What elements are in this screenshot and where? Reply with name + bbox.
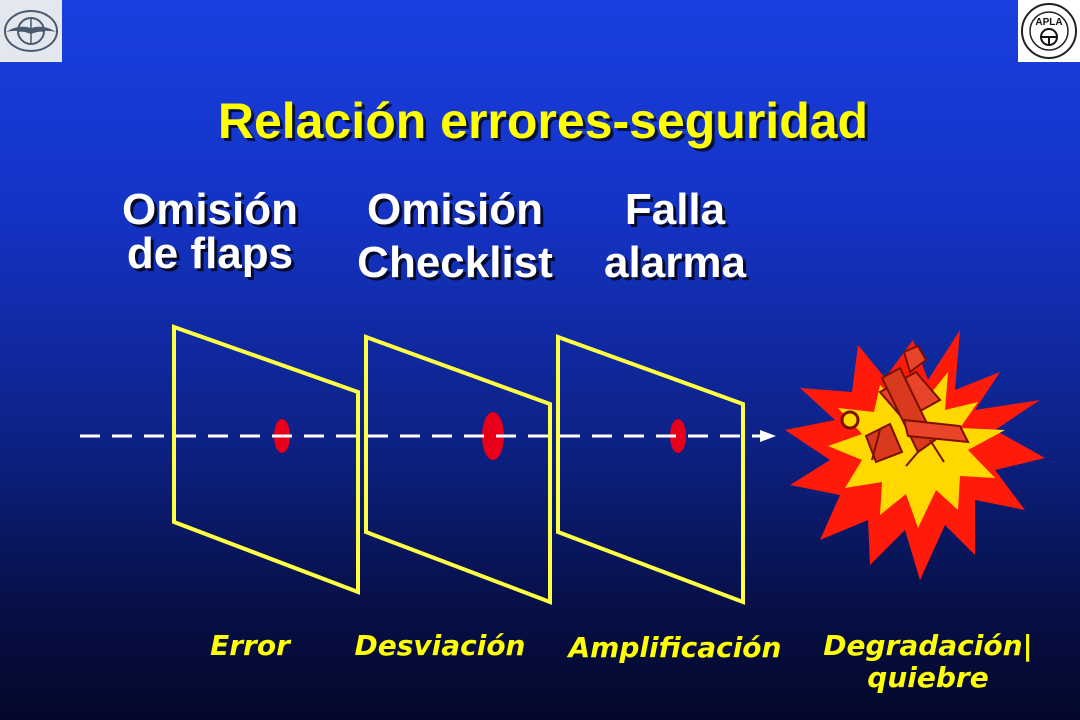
hole-2 bbox=[482, 412, 504, 460]
cause-3-line2: alarma bbox=[604, 237, 746, 287]
icao-logo bbox=[0, 0, 62, 62]
cause-2-line1: Omisión bbox=[366, 185, 544, 234]
cause-1-line1: Omisión bbox=[121, 185, 299, 234]
barrier-panel-1 bbox=[172, 324, 360, 595]
apla-logo: APLA bbox=[1018, 0, 1080, 62]
cause-1-line2: de flaps bbox=[126, 229, 294, 278]
arrow-head-icon bbox=[760, 430, 776, 442]
cause-heading-2: Omisión Checklist bbox=[335, 184, 575, 290]
cause-heading-1: Omisión de flaps bbox=[100, 188, 320, 276]
stage-label-error: Error bbox=[210, 629, 290, 662]
cause-heading-3: Falla alarma bbox=[575, 184, 775, 290]
cause-2-line2: Checklist bbox=[357, 237, 553, 287]
barrier-panel-2 bbox=[364, 334, 552, 605]
barrier-panel-3 bbox=[556, 334, 745, 605]
icao-emblem-icon bbox=[4, 10, 58, 52]
crashed-plane-icon bbox=[840, 344, 970, 467]
apla-emblem-icon: APLA bbox=[1021, 3, 1077, 59]
svg-text:APLA: APLA bbox=[1035, 17, 1062, 28]
cause-3-line1: Falla bbox=[624, 185, 726, 234]
hole-3 bbox=[670, 419, 686, 453]
stage-label-degradacion-line1: Degradación| bbox=[823, 629, 1033, 662]
stage-label-degradacion-line2: quiebre bbox=[867, 661, 989, 695]
stage-label-amplificacion: Amplificación bbox=[568, 631, 782, 664]
stage-label-degradacion: Degradación| quiebre bbox=[808, 629, 1048, 695]
slide-title: Relación errores-seguridad bbox=[217, 93, 869, 149]
stage-label-desviacion: Desviación bbox=[354, 629, 526, 662]
